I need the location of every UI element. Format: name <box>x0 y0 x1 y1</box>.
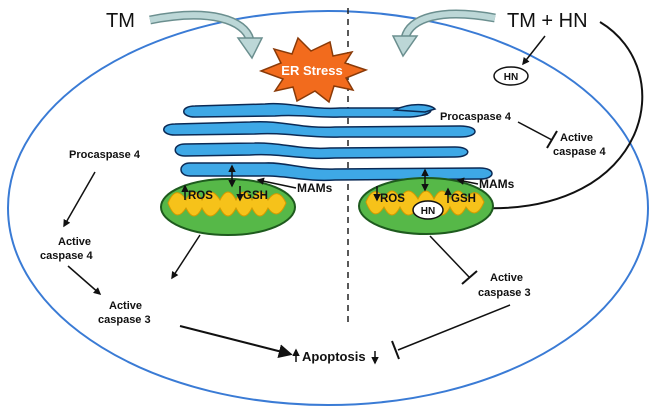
procaspase4-right: Procaspase 4 <box>440 111 512 123</box>
ros-right: ROS <box>380 193 405 205</box>
endoplasmic-reticulum <box>163 102 493 182</box>
hn-badge-label: HN <box>504 72 518 83</box>
er-stress-label: ER Stress <box>281 63 342 78</box>
active-caspase4-right-line1: Active <box>560 132 593 144</box>
ros-left: ROS <box>188 190 213 202</box>
apoptosis-label: Apoptosis <box>302 349 366 364</box>
treatment-tm-hn-label: TM + HN <box>507 10 588 32</box>
active-caspase4-left-line1: Active <box>58 236 91 248</box>
active-caspase4-left-line2: caspase 4 <box>40 250 93 262</box>
hn-in-mitochondrion <box>412 200 444 220</box>
mitochondrion-left <box>160 178 296 236</box>
hollow-arrow-left <box>149 10 264 60</box>
active-caspase3-left-line1: Active <box>109 300 142 312</box>
active-caspase4-right-line2: caspase 4 <box>553 146 606 158</box>
active-caspase3-left-line2: caspase 3 <box>98 314 151 326</box>
hollow-arrow-right <box>391 9 496 58</box>
er-stress-burst: ER Stress <box>258 36 369 104</box>
procaspase4-left: Procaspase 4 <box>69 149 141 161</box>
hn-badge: HN <box>493 66 529 86</box>
mitochondrion-right: HN <box>358 177 494 235</box>
arrow-tmhn-to-mitochondria <box>477 21 644 216</box>
active-caspase3-right-line1: Active <box>490 272 523 284</box>
hn-in-mitochondrion-label: HN <box>421 206 435 217</box>
mams-label-left: MAMs <box>297 181 333 195</box>
arrow-tmhn-to-hn <box>522 35 546 66</box>
treatment-tm-label: TM <box>106 10 135 32</box>
gsh-left: GSH <box>243 190 268 202</box>
active-caspase3-right-line2: caspase 3 <box>478 287 531 299</box>
mams-label-right: MAMs <box>479 177 515 191</box>
gsh-right: GSH <box>451 193 476 205</box>
cell-membrane <box>7 10 649 406</box>
